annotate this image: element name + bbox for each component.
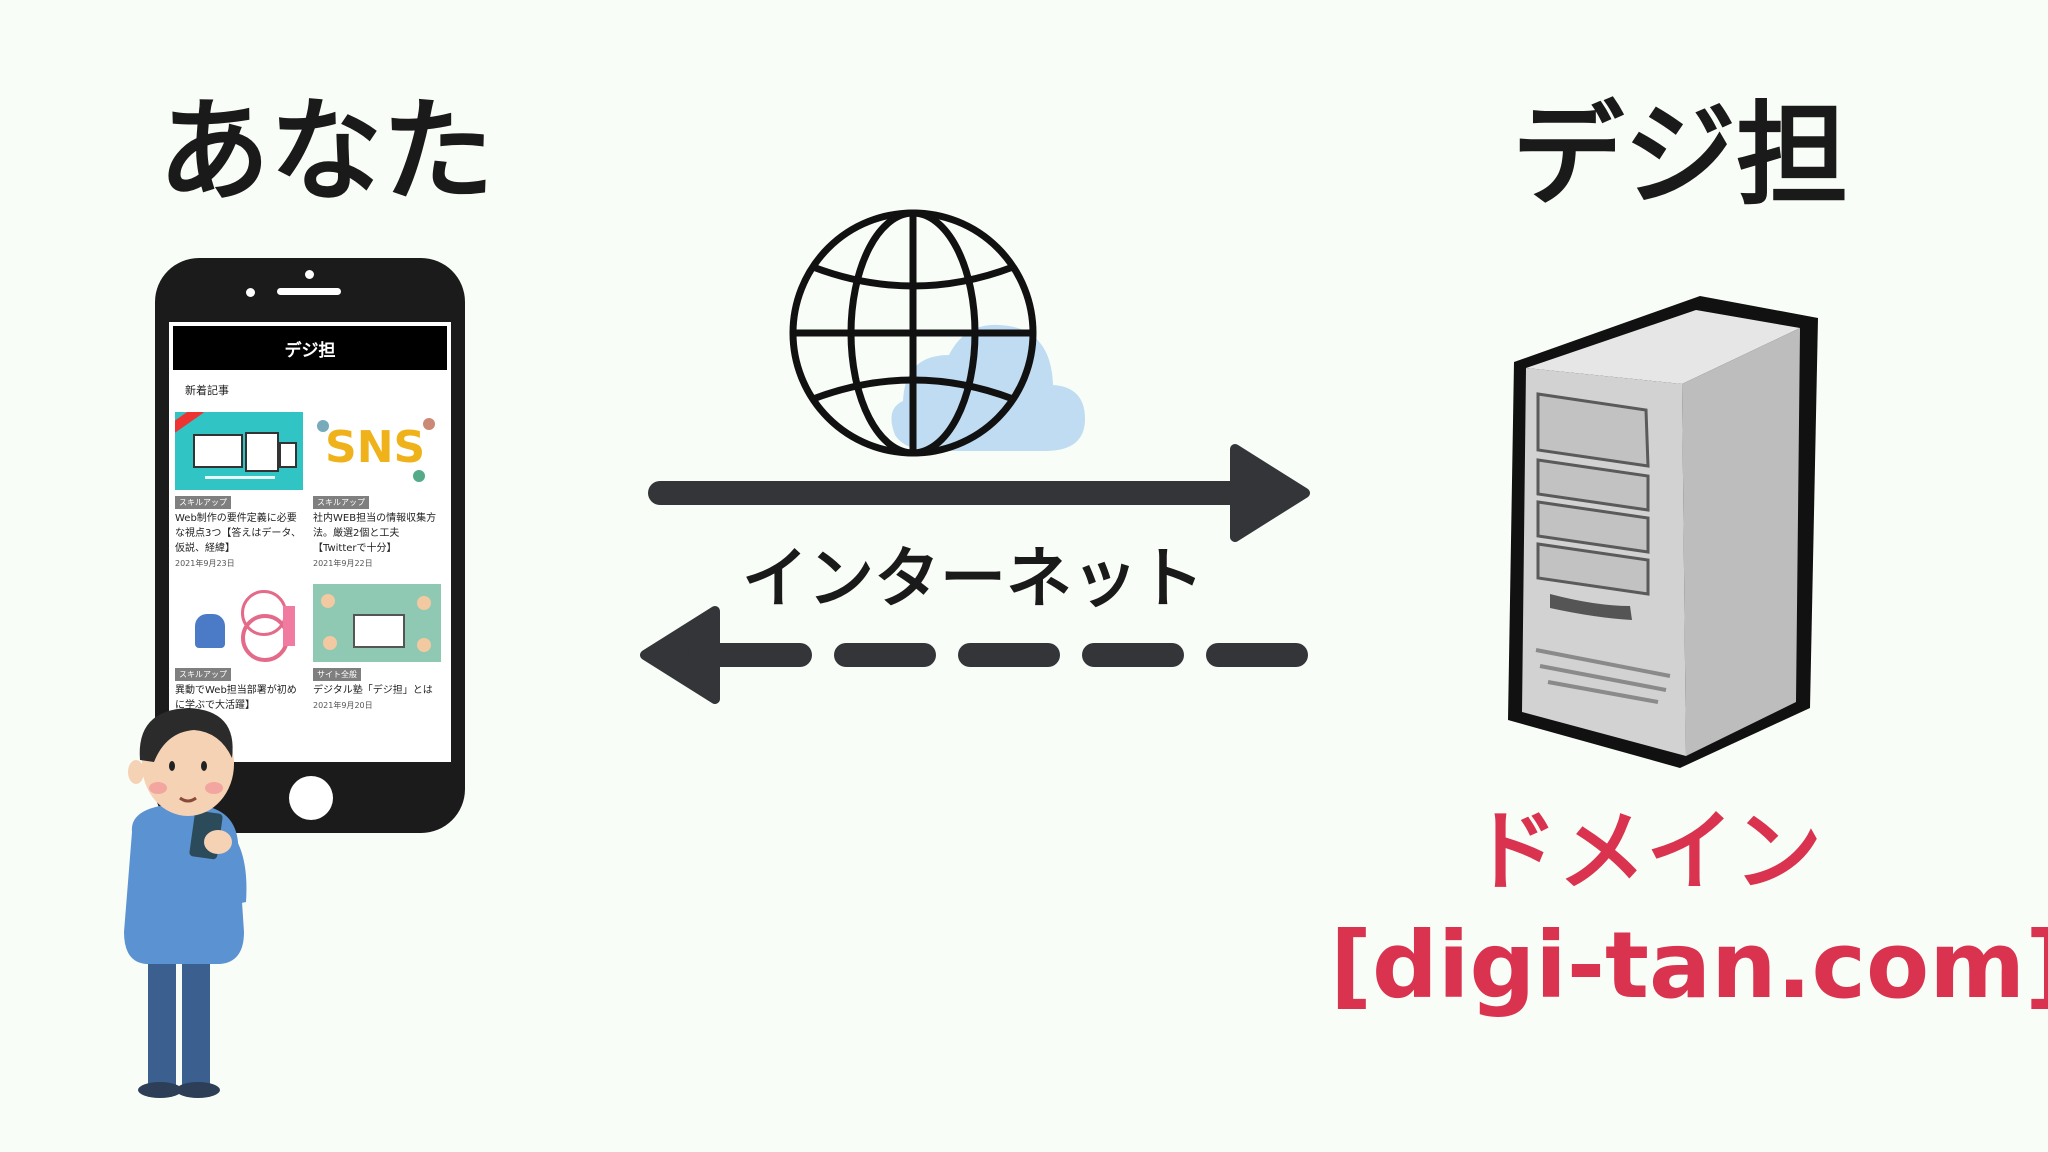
article-date: 2021年9月23日 — [175, 559, 235, 568]
phone-camera — [246, 288, 255, 297]
phone-speaker — [277, 288, 341, 295]
label-domain: ドメイン — [1470, 800, 1823, 903]
article-tag: スキルアップ — [175, 496, 231, 509]
article-card[interactable]: SNS スキルアップ 社内WEB担当の情報収集方法。厳選2個と工夫【Twitte… — [313, 412, 441, 569]
phone-home-button — [289, 776, 333, 820]
article-title: デジタル塾「デジ担」とは — [313, 685, 433, 696]
article-title: 社内WEB担当の情報収集方法。厳選2個と工夫【Twitterで十分】 — [313, 513, 437, 554]
response-arrow-left — [640, 606, 1308, 704]
server-icon — [1508, 296, 1818, 768]
globe-cloud-icon — [789, 209, 1085, 457]
thumb-sns-text: SNS — [325, 422, 426, 473]
phone-screen: デジ担 新着記事 スキルアップ Web制作の要件定義に必要な視点3つ【答えはデー… — [169, 322, 451, 762]
article-date: 2021年9月22日 — [313, 559, 373, 568]
article-card[interactable]: スキルアップ 異動でWeb担当部署が初めに学ぶで大活躍】 — [175, 584, 303, 715]
phone-sensor — [305, 270, 314, 279]
label-server-owner: デジ担 — [1512, 91, 1848, 221]
article-thumbnail — [313, 584, 441, 662]
article-tag: サイト全般 — [313, 668, 361, 681]
article-thumbnail — [175, 412, 303, 490]
article-card[interactable]: サイト全般 デジタル塾「デジ担」とは 2021年9月20日 — [313, 584, 441, 711]
request-arrow-right — [648, 444, 1310, 542]
label-internet: インターネット — [742, 540, 1204, 617]
person-illustration — [124, 708, 247, 1098]
article-tag: スキルアップ — [313, 496, 369, 509]
article-card[interactable]: スキルアップ Web制作の要件定義に必要な視点3つ【答えはデータ、仮説、経緯】 … — [175, 412, 303, 569]
smartphone: デジ担 新着記事 スキルアップ Web制作の要件定義に必要な視点3つ【答えはデー… — [155, 258, 465, 833]
domain-name: [digi-tan.com] — [1330, 912, 2048, 1019]
article-thumbnail: SNS — [313, 412, 441, 490]
article-thumbnail — [175, 584, 303, 662]
data-flow-arrows — [640, 444, 1310, 704]
site-header: デジ担 — [173, 326, 447, 370]
article-title: Web制作の要件定義に必要な視点3つ【答えはデータ、仮説、経緯】 — [175, 513, 302, 554]
article-title: 異動でWeb担当部署が初めに学ぶで大活躍】 — [175, 685, 297, 711]
label-you: あなた — [158, 87, 494, 217]
section-title: 新着記事 — [185, 384, 229, 397]
article-date: 2021年9月20日 — [313, 701, 373, 710]
article-tag: スキルアップ — [175, 668, 231, 681]
